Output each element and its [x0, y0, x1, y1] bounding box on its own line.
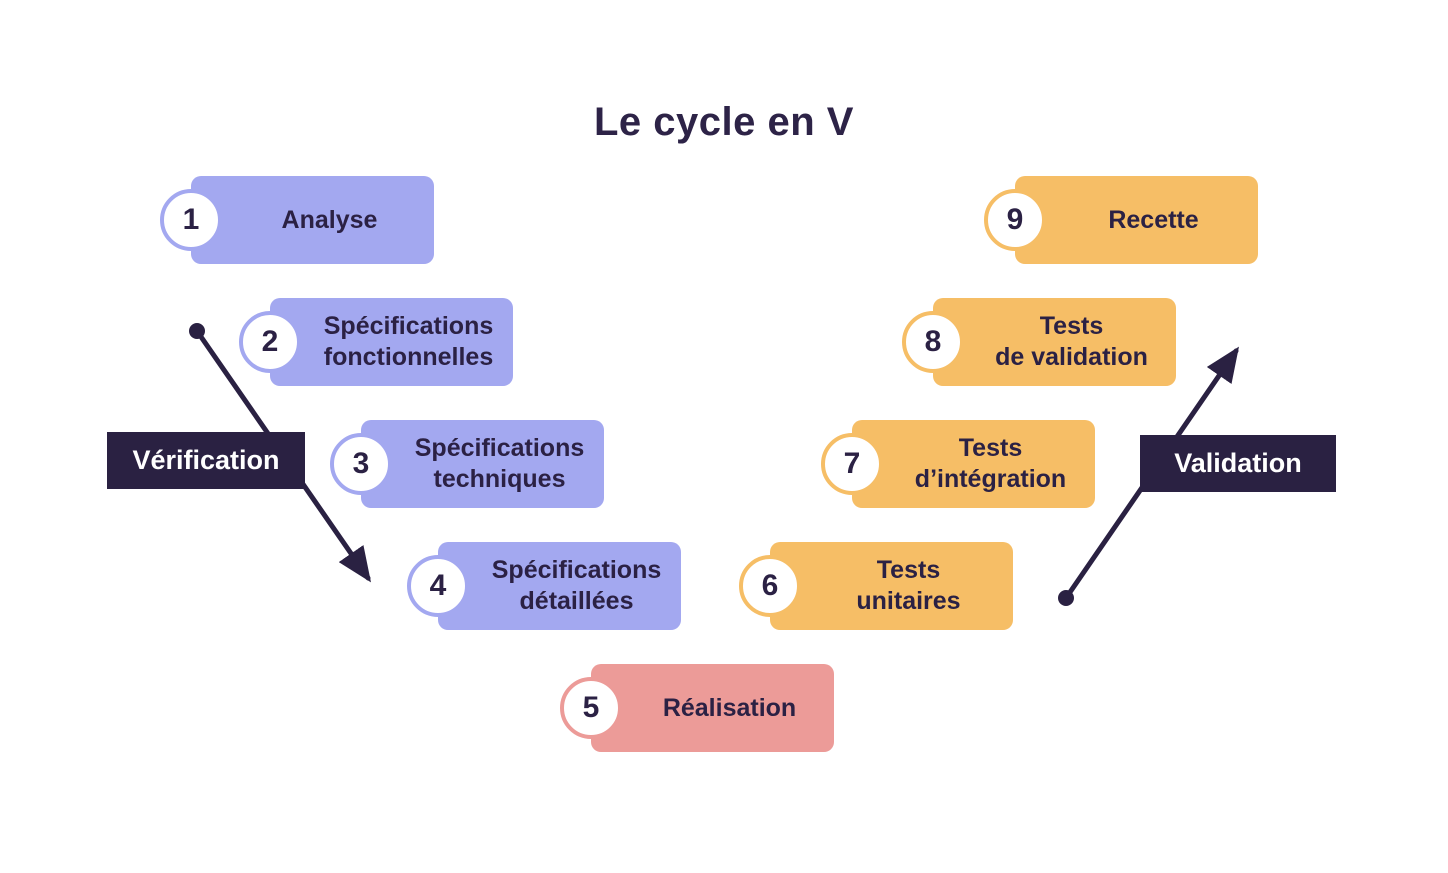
step-specifications-detaillees: 4 Spécifications détaillées: [407, 542, 681, 630]
step-7-number: 7: [843, 447, 861, 480]
step-recette: 9 Recette: [984, 176, 1258, 264]
step-2-number: 2: [261, 325, 279, 358]
diagram-title: Le cycle en V: [594, 100, 854, 144]
step-6-label: Tests unitaires: [856, 556, 961, 615]
step-6-number-badge: 6: [739, 555, 801, 617]
step-specifications-techniques: 3 Spécifications techniques: [330, 420, 604, 508]
step-3-number: 3: [352, 447, 370, 480]
step-8-number-badge: 8: [902, 311, 964, 373]
step-3-label: Spécifications techniques: [414, 434, 585, 493]
step-8-label: Tests de validation: [995, 312, 1148, 371]
step-7-label: Tests d’intégration: [914, 434, 1067, 493]
step-2-label: Spécifications fonctionnelles: [323, 312, 494, 371]
step-analyse: 1 Analyse: [160, 176, 434, 264]
step-6-number: 6: [761, 569, 779, 602]
step-4-label: Spécifications détaillées: [491, 556, 662, 615]
step-1-number-badge: 1: [160, 189, 222, 251]
step-2-number-badge: 2: [239, 311, 301, 373]
step-specifications-fonctionnelles: 2 Spécifications fonctionnelles: [239, 298, 513, 386]
step-tests-unitaires: 6 Tests unitaires: [739, 542, 1013, 630]
step-1-number: 1: [182, 203, 200, 236]
step-9-number-badge: 9: [984, 189, 1046, 251]
step-7-number-badge: 7: [821, 433, 883, 495]
step-tests-integration: 7 Tests d’intégration: [821, 420, 1095, 508]
step-4-number-badge: 4: [407, 555, 469, 617]
step-4-number: 4: [429, 569, 447, 602]
step-9-number: 9: [1006, 203, 1024, 236]
step-tests-de-validation: 8 Tests de validation: [902, 298, 1176, 386]
verification-label: Vérification: [107, 432, 305, 489]
step-1-label: Analyse: [281, 205, 378, 234]
step-realisation: 5 Réalisation: [560, 664, 834, 752]
validation-label: Validation: [1140, 435, 1336, 492]
step-5-number: 5: [582, 691, 600, 724]
step-8-number: 8: [924, 325, 942, 358]
step-5-number-badge: 5: [560, 677, 622, 739]
step-9-label: Recette: [1108, 205, 1199, 234]
step-3-number-badge: 3: [330, 433, 392, 495]
step-5-label: Réalisation: [662, 693, 797, 722]
